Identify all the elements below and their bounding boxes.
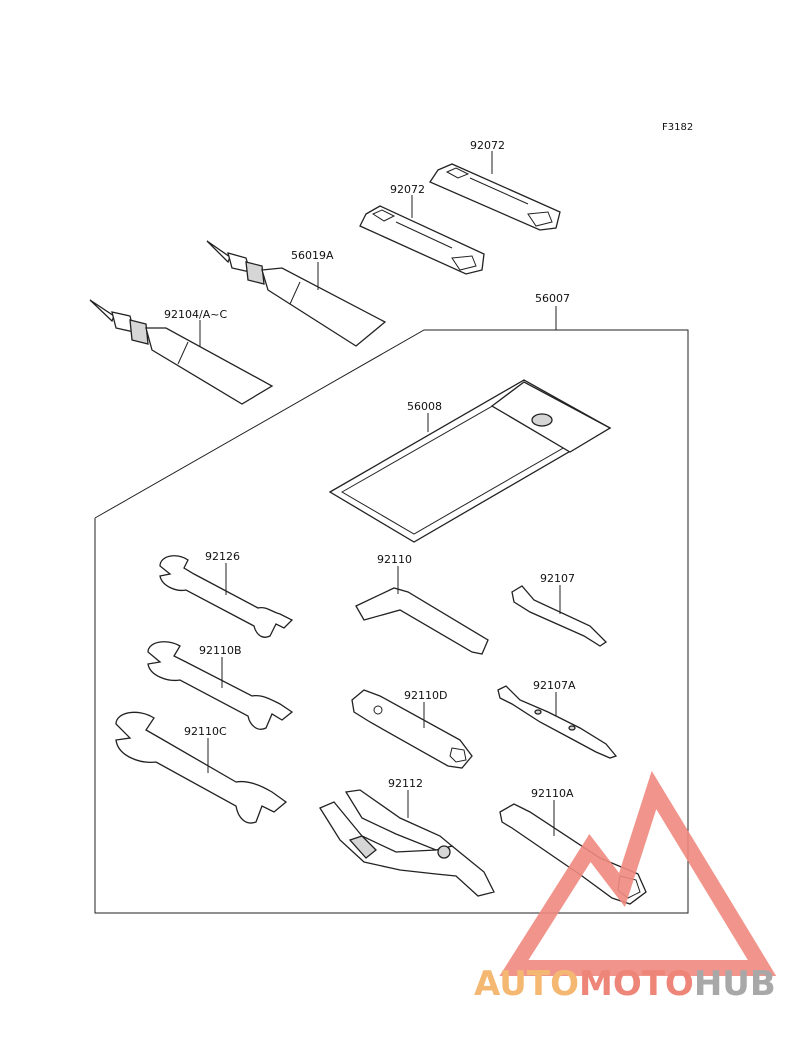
tube-2 (89, 299, 274, 405)
label-strap-2: 92072 (390, 183, 425, 196)
label-screwdriver-1: 92107 (540, 572, 575, 585)
watermark-text: AUTOMOTOHUB (474, 964, 776, 1004)
label-strap-1: 92072 (470, 139, 505, 152)
kit-outline (94, 329, 689, 914)
label-tube-2: 92104/A~C (164, 308, 227, 321)
label-pouch: 56008 (407, 400, 442, 413)
label-socket-2: 92110A (531, 787, 574, 800)
label-socket-1: 92110D (404, 689, 447, 702)
label-kit: 56007 (535, 292, 570, 305)
label-tube-1: 56019A (291, 249, 334, 262)
watermark-moto: MOTO (579, 964, 694, 1004)
strap-1 (429, 163, 561, 231)
reference-code: F3182 (662, 122, 693, 133)
watermark-hub: HUB (694, 964, 776, 1004)
screwdriver-1 (511, 585, 608, 647)
strap-2 (359, 205, 485, 275)
hex-key (355, 587, 489, 655)
label-wrench-2: 92110B (199, 644, 242, 657)
tube-1 (206, 240, 387, 347)
socket-1 (351, 689, 473, 769)
watermark-auto: AUTO (474, 964, 579, 1004)
label-wrench-1: 92126 (205, 550, 240, 563)
wrench-2 (147, 641, 294, 730)
label-screwdriver-2: 92107A (533, 679, 576, 692)
pliers (319, 789, 495, 897)
wrench-3 (115, 711, 288, 824)
label-hex-key: 92110 (377, 553, 412, 566)
pouch (328, 379, 612, 543)
watermark-logo (499, 770, 777, 976)
label-pliers: 92112 (388, 777, 423, 790)
wrench-1 (159, 555, 294, 638)
label-wrench-3: 92110C (184, 725, 227, 738)
screwdriver-2 (497, 685, 618, 759)
